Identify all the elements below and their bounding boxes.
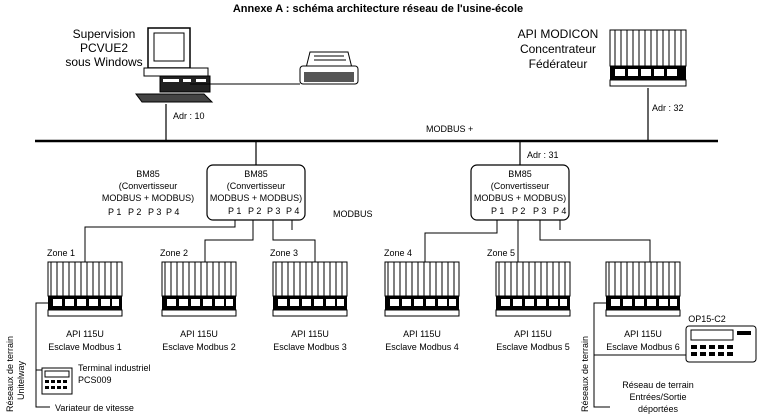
op15-label: OP15-C2 <box>688 314 726 324</box>
modbus-plus-label: MODBUS + <box>426 124 473 134</box>
plc-6-role: Esclave Modbus 6 <box>606 342 680 352</box>
api-modicon-label-3: Fédérateur <box>529 57 588 71</box>
bm85-left-port-2: P 2 <box>248 206 261 216</box>
plc-1-icon <box>47 261 123 317</box>
zone-3-label: Zone 3 <box>270 248 298 258</box>
modbus-label: MODBUS <box>333 209 373 219</box>
supervision-label-1: Supervision <box>73 27 136 41</box>
plc-3-icon <box>272 261 348 317</box>
bm85-legend-port-3: P 3 <box>148 207 161 217</box>
plc-4-role: Esclave Modbus 4 <box>385 342 459 352</box>
supervision-label-2: PCVUE2 <box>80 41 128 55</box>
bm85-legend-3: MODBUS + MODBUS) <box>102 193 194 203</box>
supervision-label-3: sous Windows <box>65 55 142 69</box>
bm85-right-port-4: P 4 <box>553 206 566 216</box>
bm85-left-port-4: P 4 <box>286 206 299 216</box>
unitelway-label-2: Unitelway <box>16 360 26 400</box>
plc-3-name: API 115U <box>291 329 329 339</box>
plc-2-icon <box>161 261 237 317</box>
api-modicon-address: Adr : 32 <box>652 103 684 113</box>
bm85-right-port-1: P 1 <box>491 206 504 216</box>
plc-5-role: Esclave Modbus 5 <box>496 342 570 352</box>
reseau-terrain-vertical-label: Réseaux de terrain <box>580 336 590 412</box>
terminal-pcs009-icon <box>41 367 73 395</box>
bm85-left-2: (Convertisseur <box>227 181 286 191</box>
bm85-right-3: MODBUS + MODBUS) <box>474 193 566 203</box>
bm85-left-3: MODBUS + MODBUS) <box>210 193 302 203</box>
bm85-legend-1: BM85 <box>136 169 160 179</box>
unitelway-label-1: Réseaux de terrain <box>5 336 15 412</box>
plc-4-name: API 115U <box>403 329 441 339</box>
reseau-es-label-3: déportées <box>638 404 679 414</box>
plc-2-role: Esclave Modbus 2 <box>162 342 236 352</box>
terminal-label-2: PCS009 <box>78 375 112 385</box>
bm85-left-1: BM85 <box>244 169 268 179</box>
bm85-right-port-3: P 3 <box>533 206 546 216</box>
zone-4-label: Zone 4 <box>384 248 412 258</box>
bm85-right-1: BM85 <box>508 169 532 179</box>
bm85-legend-2: (Convertisseur <box>119 181 178 191</box>
bm85-legend-port-1: P 1 <box>108 207 121 217</box>
op15-panel-icon <box>685 325 757 363</box>
zone-2-label: Zone 2 <box>160 248 188 258</box>
supervision-address: Adr : 10 <box>173 111 205 121</box>
diagram-title: Annexe A : schéma architecture réseau de… <box>233 3 523 15</box>
reseau-es-label-2: Entrées/Sortie <box>629 392 686 402</box>
printer-icon <box>299 51 359 85</box>
bm85-legend-port-4: P 4 <box>166 207 179 217</box>
plc-1-role: Esclave Modbus 1 <box>48 342 122 352</box>
api-modicon-label-2: Concentrateur <box>520 42 596 56</box>
api-modicon-label-1: API MODICON <box>518 27 599 41</box>
bm85-legend-port-2: P 2 <box>128 207 141 217</box>
plc-6-name: API 115U <box>624 329 662 339</box>
bm85-right-box <box>470 164 570 221</box>
api-modicon-plc <box>609 29 687 87</box>
plc-2-name: API 115U <box>180 329 218 339</box>
plc-5-icon <box>495 261 571 317</box>
bm85-left-port-1: P 1 <box>228 206 241 216</box>
plc-3-role: Esclave Modbus 3 <box>273 342 347 352</box>
terminal-label-1: Terminal industriel <box>78 363 151 373</box>
reseau-es-label-1: Réseau de terrain <box>622 380 694 390</box>
plc-6-icon <box>605 261 681 317</box>
zone-5-label: Zone 5 <box>487 248 515 258</box>
variateur-label: Variateur de vitesse <box>55 403 134 413</box>
bm85-right-port-2: P 2 <box>512 206 525 216</box>
bm85-right-2: (Convertisseur <box>491 181 550 191</box>
bm85-left-port-3: P 3 <box>267 206 280 216</box>
plc-5-name: API 115U <box>514 329 552 339</box>
plc-1-name: API 115U <box>66 329 104 339</box>
bm85-right-address: Adr : 31 <box>527 150 559 160</box>
bm85-left-box <box>206 164 306 221</box>
supervision-pc <box>135 27 300 103</box>
zone-1-label: Zone 1 <box>47 248 75 258</box>
plc-4-icon <box>384 261 460 317</box>
